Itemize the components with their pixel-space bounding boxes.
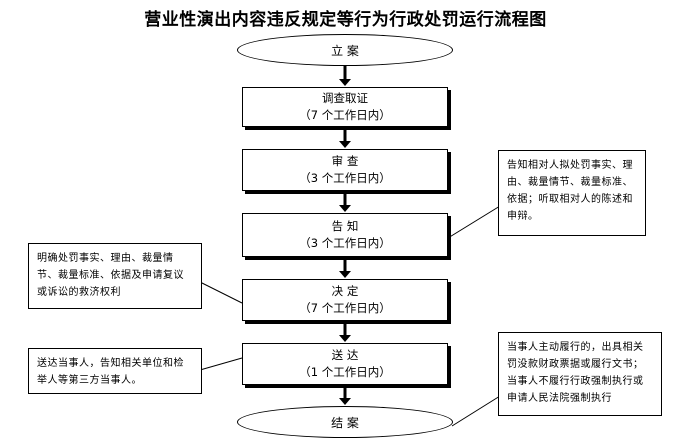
- arrowhead-step3: [339, 205, 351, 212]
- step-label: 调查取证: [322, 91, 368, 105]
- note-decide: 明确处罚事实、理由、裁量情节、裁量标准、依据及申请复议或诉讼的救济权利: [28, 243, 202, 309]
- step-deliver: 送 达 （1 个工作日内）: [242, 343, 448, 385]
- step-time: （7 个工作日内）: [299, 301, 391, 315]
- end-node: 结 案: [237, 406, 453, 438]
- note-close: 当事人主动履行的，出具相关罚没款财政票据或履行文书；当事人不履行行政强制执行或申…: [498, 332, 662, 416]
- step-time: （1 个工作日内）: [299, 365, 391, 379]
- step-time: （7 个工作日内）: [299, 108, 391, 122]
- leader-decide: [199, 281, 243, 304]
- arrowhead-step5: [339, 335, 351, 342]
- step-time: （3 个工作日内）: [299, 236, 391, 250]
- note-deliver: 送达当事人，告知相关单位和检举人等第三方当事人。: [28, 348, 202, 394]
- step-label: 告 知: [331, 219, 359, 233]
- arrowhead-end: [339, 398, 351, 405]
- leader-deliver: [199, 357, 243, 371]
- leader-notify: [447, 205, 501, 239]
- arrowhead-step1: [339, 79, 351, 86]
- start-node: 立 案: [237, 34, 453, 66]
- step-decide: 决 定 （7 个工作日内）: [242, 279, 448, 321]
- step-notify: 告 知 （3 个工作日内）: [242, 213, 448, 257]
- arrowhead-step4: [339, 271, 351, 278]
- leader-close: [451, 395, 501, 427]
- step-label: 送 达: [331, 348, 359, 362]
- step-time: （3 个工作日内）: [299, 171, 391, 185]
- note-notify: 告知相对人拟处罚事实、理由、裁量情节、裁量标准、依据；听取相对人的陈述和申辩。: [498, 150, 646, 236]
- step-investigate: 调查取证 （7 个工作日内）: [242, 87, 448, 127]
- step-review: 审 查 （3 个工作日内）: [242, 149, 448, 191]
- step-label: 决 定: [331, 284, 359, 298]
- page-title: 营业性演出内容违反规定等行为行政处罚运行流程图: [144, 10, 547, 30]
- arrowhead-step2: [339, 141, 351, 148]
- step-label: 审 查: [331, 154, 359, 168]
